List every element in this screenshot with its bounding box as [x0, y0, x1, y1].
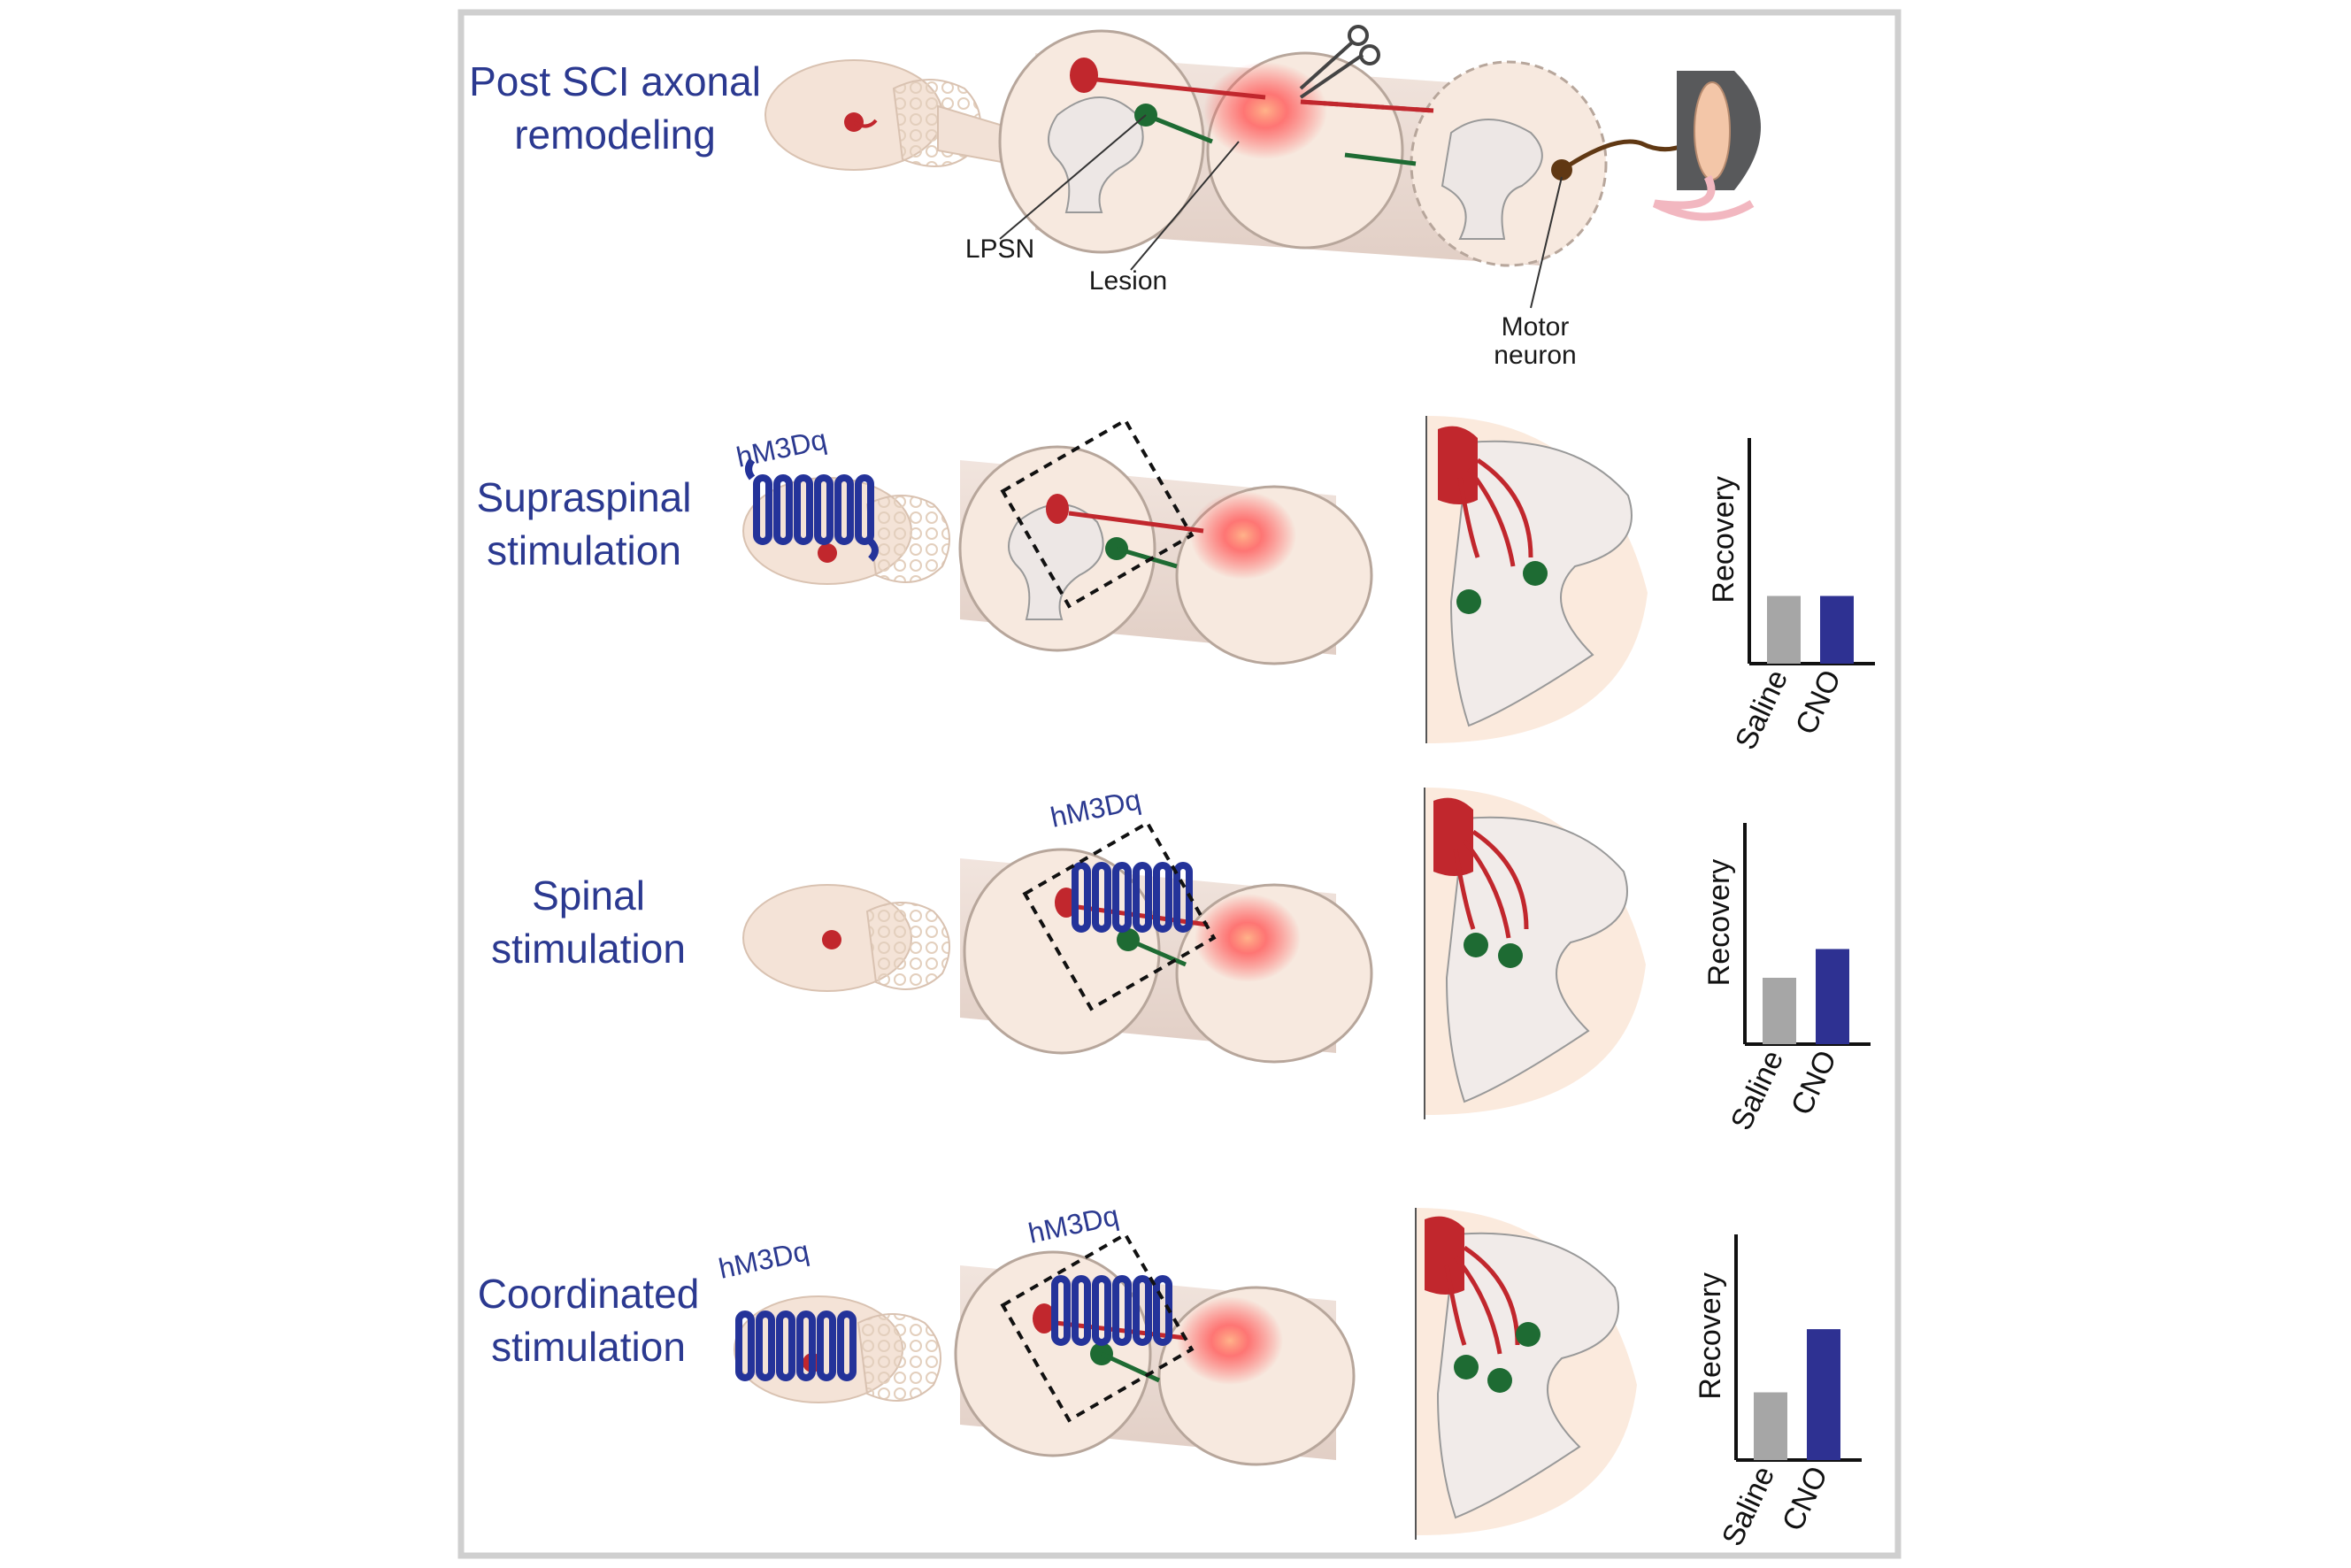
chart-bar-saline — [1767, 596, 1801, 664]
zoom-box — [1000, 1232, 1195, 1423]
label-motor-neuron: Motor neuron — [1494, 312, 1577, 370]
zoom-box — [1022, 820, 1217, 1011]
chart-ylabel: Recovery — [1707, 476, 1740, 603]
hm3dq-receptor — [1072, 862, 1193, 933]
zoom-panel-row2 — [1425, 416, 1648, 743]
chart-ylabel: Recovery — [1702, 859, 1736, 987]
hm3dq-receptor — [1051, 1275, 1172, 1346]
row1-illustration — [764, 25, 1761, 309]
zoom-panel-row3 — [1424, 788, 1646, 1119]
chart-bar-cno — [1807, 1329, 1840, 1460]
label-lesion: Lesion — [1088, 266, 1168, 296]
scissors-icon — [1299, 25, 1380, 99]
label-lpsn: LPSN — [964, 234, 1035, 264]
chart-bar-cno — [1820, 596, 1854, 664]
chart-bar-saline — [1754, 1392, 1787, 1460]
lesion-glow — [1203, 62, 1327, 159]
row4-illustration — [734, 1232, 1356, 1466]
row-title-spinal: Spinal stimulation — [491, 872, 686, 972]
chart-bar-cno — [1816, 949, 1849, 1044]
row-title-axonal-remodeling: Post SCI axonal remodeling — [469, 58, 761, 158]
row2-illustration — [742, 418, 1373, 665]
hindlimb — [1652, 71, 1761, 221]
hm3dq-receptor — [745, 457, 879, 562]
chart-ylabel: Recovery — [1694, 1272, 1727, 1400]
hm3dq-receptor — [735, 1311, 857, 1381]
row-title-coordinated: Coordinated stimulation — [477, 1271, 700, 1370]
zoom-panel-row4 — [1415, 1208, 1637, 1540]
lpsn-neuron — [1070, 58, 1098, 93]
zoom-box — [1000, 418, 1195, 609]
row-title-supraspinal: Supraspinal stimulation — [476, 474, 692, 573]
chart-bar-saline — [1763, 978, 1796, 1044]
row3-illustration — [742, 820, 1373, 1064]
